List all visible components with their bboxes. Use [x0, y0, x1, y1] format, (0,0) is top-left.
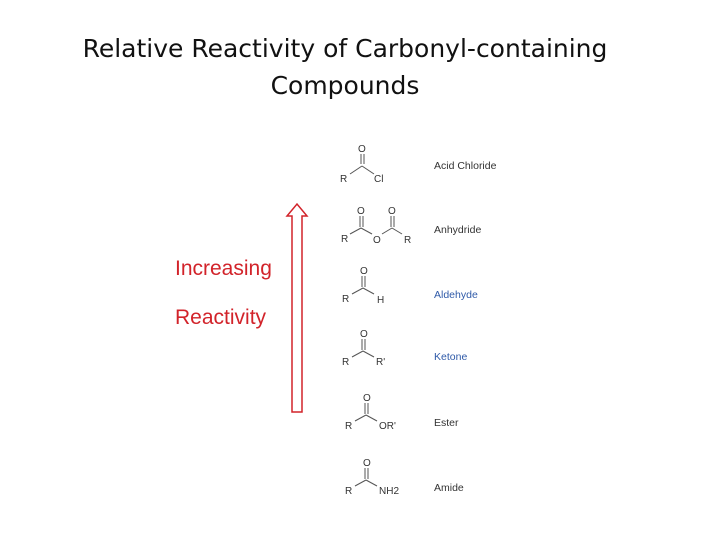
- r-group-2-atom: R: [404, 235, 411, 246]
- compound-name-aldehyde: Aldehyde: [434, 289, 478, 301]
- chlorine-atom: Cl: [374, 174, 383, 185]
- r-group-atom: R: [345, 421, 352, 432]
- increasing-label: Increasing: [175, 257, 272, 280]
- hydrogen-atom: H: [377, 295, 384, 306]
- reactivity-arrow: [285, 202, 309, 413]
- r-group-1-atom: R: [341, 234, 348, 245]
- compound-row-anhydride: O O R O R Anhydride: [330, 204, 530, 264]
- ester-structure: O R OR': [345, 393, 396, 432]
- compound-row-amide: O R NH2 Amide: [330, 456, 530, 516]
- compound-name-ketone: Ketone: [434, 351, 468, 363]
- carbonyl-oxygen-atom: O: [358, 144, 366, 155]
- reactivity-label: Reactivity: [175, 306, 267, 329]
- r-group-atom: R: [342, 294, 349, 305]
- slide-title: Relative Reactivity of Carbonyl-containi…: [0, 30, 690, 104]
- carbonyl-oxygen-atom: O: [360, 329, 368, 340]
- amino-group-atom: NH2: [379, 486, 399, 497]
- carbonyl-oxygen-1-atom: O: [357, 206, 365, 217]
- carbonyl-oxygen-atom: O: [360, 266, 368, 277]
- ketone-structure: O R R': [342, 329, 385, 368]
- compound-name-amide: Amide: [434, 482, 464, 494]
- carbonyl-oxygen-atom: O: [363, 458, 371, 469]
- compound-name-ester: Ester: [434, 417, 459, 429]
- alkoxy-group-atom: OR': [379, 421, 396, 432]
- compound-name-anhydride: Anhydride: [434, 224, 482, 236]
- r-group-atom: R: [342, 357, 349, 368]
- amide-structure: O R NH2: [345, 458, 399, 497]
- r-group-atom: R: [340, 174, 347, 185]
- acid-chloride-structure: O R Cl: [340, 144, 383, 185]
- carbonyl-oxygen-atom: O: [363, 393, 371, 404]
- compound-row-aldehyde: O R H Aldehyde: [330, 264, 530, 324]
- aldehyde-structure: O R H: [342, 266, 384, 306]
- bridging-oxygen-atom: O: [373, 235, 381, 246]
- carbonyl-oxygen-2-atom: O: [388, 206, 396, 217]
- anhydride-structure: O O R O R: [341, 206, 411, 246]
- title-line-1: Relative Reactivity of Carbonyl-containi…: [82, 34, 608, 63]
- compound-row-ester: O R OR' Ester: [330, 391, 530, 451]
- compound-row-acid-chloride: O R Cl Acid Chloride: [330, 140, 530, 200]
- title-line-2: Compounds: [270, 71, 420, 100]
- r-prime-group-atom: R': [376, 357, 385, 368]
- r-group-atom: R: [345, 486, 352, 497]
- compound-name-acid-chloride: Acid Chloride: [434, 160, 497, 172]
- compound-row-ketone: O R R' Ketone: [330, 327, 530, 387]
